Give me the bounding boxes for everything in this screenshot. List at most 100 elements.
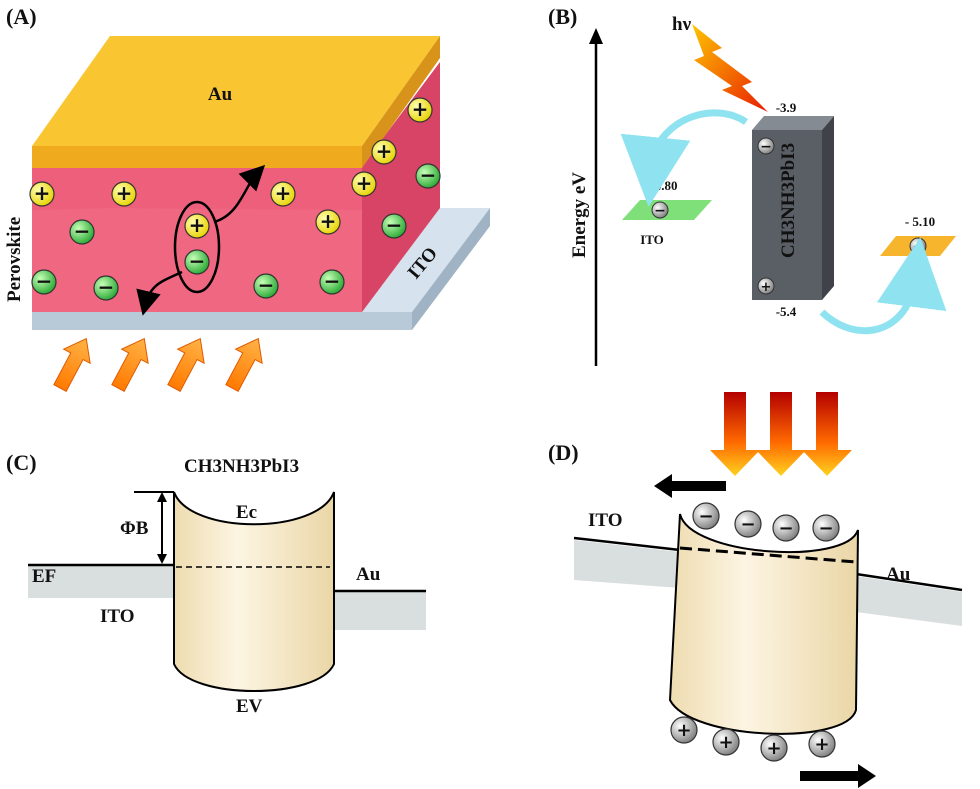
ito-substrate-front <box>32 312 412 330</box>
hole: + <box>760 734 788 762</box>
bar-electron-sign: − <box>760 139 772 155</box>
ito-level: -4.80 <box>650 178 677 193</box>
svg-text:+: + <box>766 738 781 759</box>
negative-charge: − <box>415 163 441 189</box>
positive-charges: + + + + + + + + <box>29 97 433 239</box>
svg-text:−: − <box>189 249 206 273</box>
svg-text:+: + <box>814 734 829 755</box>
perovskite-bar-front <box>752 130 822 300</box>
perovskite-bar-label: CH3NH3PbI3 <box>778 143 799 258</box>
svg-text:−: − <box>420 163 437 187</box>
au-front <box>32 146 362 168</box>
hole: + <box>808 730 836 758</box>
perovskite-bar-top <box>752 116 834 130</box>
svg-text:−: − <box>740 514 755 535</box>
light-arrow <box>111 337 149 392</box>
band-cylinder <box>173 491 335 692</box>
positive-charge: + <box>184 213 210 239</box>
svg-text:−: − <box>324 269 341 293</box>
electron: − <box>772 514 800 542</box>
panel-a-label: (A) <box>6 4 37 29</box>
homo-level: -5.4 <box>776 304 797 319</box>
band-cylinder-d <box>668 513 859 735</box>
svg-text:+: + <box>116 181 133 205</box>
lumo-level: -3.9 <box>776 100 797 115</box>
au-top <box>32 36 440 146</box>
au-label-d: Au <box>886 564 911 585</box>
electron: − <box>734 510 762 538</box>
panel-a: (A) Au Perovskite ITO ++++++++ −−−−−−−− <box>4 4 490 392</box>
bar-hole-sign: + <box>761 280 772 295</box>
au-contact-c <box>334 592 426 630</box>
svg-text:+: + <box>320 209 337 233</box>
electrons-d: −−−− <box>692 502 840 542</box>
negative-charge: − <box>319 269 345 295</box>
ito-electron-sign: − <box>654 203 666 219</box>
au-side <box>362 36 440 168</box>
au-hole-sign: + <box>913 240 924 255</box>
ito-substrate-side <box>412 208 490 330</box>
panel-c: (C) CH3NH3PbI3 ΦB Ec EV EF ITO Au <box>6 450 426 717</box>
energy-axis-arrowhead <box>589 28 603 44</box>
material-label-c: CH3NH3PbI3 <box>184 456 299 477</box>
separation-arrow-up <box>213 164 266 224</box>
light-arrow-d-3 <box>802 392 852 476</box>
hole-drift-arrow <box>800 764 876 788</box>
svg-text:−: − <box>818 518 833 539</box>
lightning-bolt <box>692 24 768 112</box>
svg-text:−: − <box>698 506 713 527</box>
positive-charge: + <box>315 209 341 235</box>
negative-charge: − <box>253 273 279 299</box>
svg-text:−: − <box>74 219 91 243</box>
svg-text:−: − <box>36 269 53 293</box>
light-arrow <box>225 337 263 392</box>
ito-contact-c <box>28 566 176 598</box>
perovskite-label: Perovskite <box>4 217 25 302</box>
holes-d: + + + + <box>670 716 836 762</box>
positive-charge: + <box>29 181 55 207</box>
au-level: - 5.10 <box>905 214 935 229</box>
positive-charge: + <box>351 171 377 197</box>
barrier-label: ΦB <box>120 518 149 539</box>
positive-charge: + <box>371 139 397 165</box>
light-arrows-d <box>710 392 852 476</box>
au-label: Au <box>208 84 233 105</box>
hole-transfer-arrow <box>819 237 947 335</box>
positive-charge: + <box>111 181 137 207</box>
positive-charge: + <box>270 181 296 207</box>
svg-text:−: − <box>778 518 793 539</box>
energy-axis-label: Energy eV <box>569 172 590 258</box>
negative-charge: − <box>31 269 57 295</box>
au-contact-d <box>856 576 962 626</box>
perovskite-side <box>362 62 440 312</box>
svg-text:−: − <box>386 213 403 237</box>
ito-band-line-d <box>573 536 681 552</box>
svg-text:+: + <box>275 181 292 205</box>
svg-text:+: + <box>676 720 691 741</box>
panel-d: (D) −−−− ++++ ITO Au <box>548 392 963 788</box>
au-label-c: Au <box>356 564 381 585</box>
panel-c-label: (C) <box>6 450 37 475</box>
light-arrows <box>53 337 263 392</box>
ito-label-c: ITO <box>100 606 135 627</box>
negative-charge: − <box>184 249 210 275</box>
svg-text:+: + <box>34 181 51 205</box>
electron: − <box>812 514 840 542</box>
panel-d-label: (D) <box>548 440 579 465</box>
positive-charge: + <box>407 97 433 123</box>
bar-hole <box>757 277 775 295</box>
light-arrow <box>53 337 91 392</box>
negative-charge: − <box>381 213 407 239</box>
ito-label-b: ITO <box>640 232 664 247</box>
svg-text:+: + <box>718 732 733 753</box>
fermi-dashed-line-d <box>679 546 857 564</box>
bar-electron <box>757 137 775 155</box>
panel-b-label: (B) <box>548 4 577 29</box>
svg-text:−: − <box>258 273 275 297</box>
electron-drift-arrow <box>654 474 726 498</box>
hole: + <box>712 728 740 756</box>
hole: + <box>670 716 698 744</box>
exciton-ellipse <box>173 200 221 294</box>
svg-text:+: + <box>412 97 429 121</box>
fermi-level-label: EF <box>32 566 56 587</box>
